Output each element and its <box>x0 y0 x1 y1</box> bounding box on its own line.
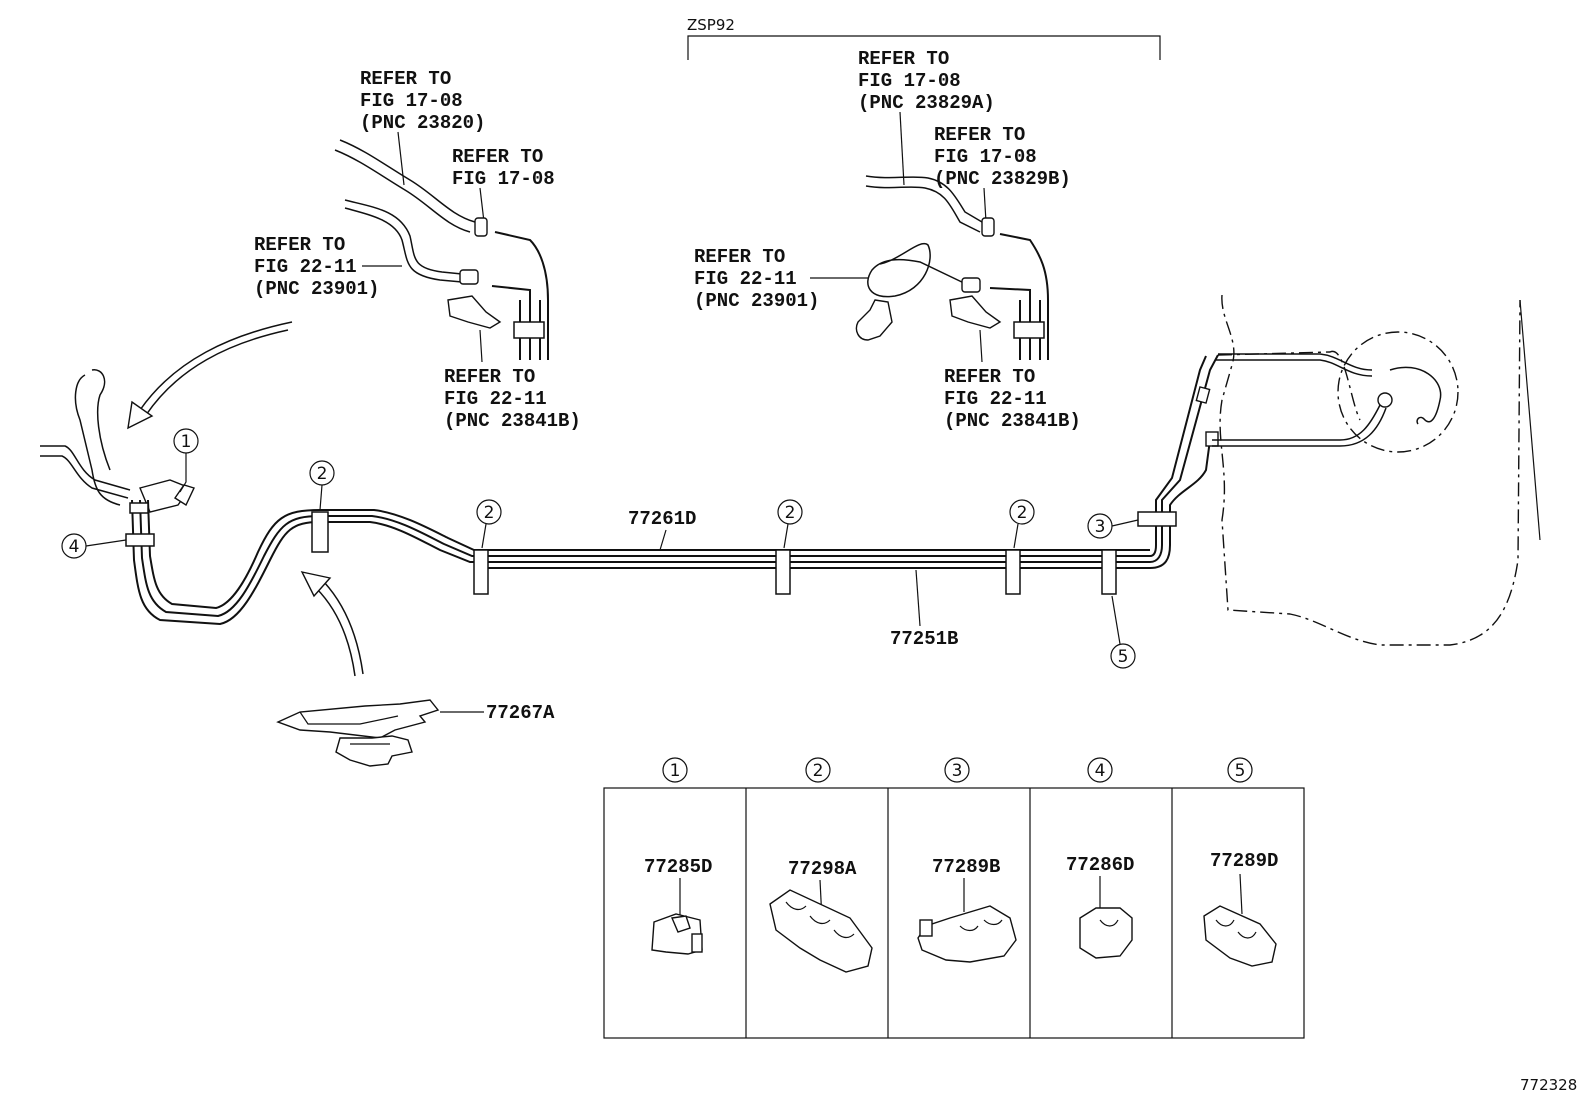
clamp-part-5: 77289D <box>1210 850 1278 872</box>
callout-2-b: 2 <box>476 499 502 549</box>
svg-text:FIG 17-08: FIG 17-08 <box>858 70 961 92</box>
leader-line <box>479 187 485 223</box>
svg-text:(PNC 23901): (PNC 23901) <box>694 290 819 312</box>
svg-text:FIG 17-08: FIG 17-08 <box>934 146 1037 168</box>
clamp-table-header-4: 4 <box>1087 757 1113 783</box>
svg-text:5: 5 <box>1235 761 1246 781</box>
leader-line <box>659 529 667 551</box>
clamp-table-header-3: 3 <box>944 757 970 783</box>
callout-4: 4 <box>61 533 127 559</box>
part-label-tube-lower: 77251B <box>890 628 958 650</box>
svg-text:2: 2 <box>484 503 495 523</box>
svg-text:REFER TO: REFER TO <box>934 124 1025 146</box>
clamp-table-header-5: 5 <box>1227 757 1253 783</box>
ref-fig22-11-23901-left: REFER TO FIG 22-11 (PNC 23901) <box>254 234 379 300</box>
figure-id: 772328 <box>1520 1076 1577 1094</box>
ref-fig22-11-23901-right: REFER TO FIG 22-11 (PNC 23901) <box>694 246 819 312</box>
leader-line <box>983 187 987 223</box>
leader-line <box>979 329 983 363</box>
clamp-part-3: 77289B <box>932 856 1000 878</box>
svg-text:(PNC 23901): (PNC 23901) <box>254 278 379 300</box>
svg-text:REFER TO: REFER TO <box>858 48 949 70</box>
callout-1: 1 <box>173 428 199 493</box>
svg-text:2: 2 <box>813 761 824 781</box>
svg-text:FIG 22-11: FIG 22-11 <box>444 388 547 410</box>
clamp-drawing-1 <box>651 878 703 955</box>
svg-text:REFER TO: REFER TO <box>254 234 345 256</box>
callout-5: 5 <box>1110 595 1136 669</box>
ref-fig17-08-left: REFER TO FIG 17-08 <box>452 146 555 190</box>
svg-text:2: 2 <box>1017 503 1028 523</box>
leader-line <box>397 131 405 186</box>
clamp-part-1: 77285D <box>644 856 712 878</box>
ref-fig17-08-23829b: REFER TO FIG 17-08 (PNC 23829B) <box>934 124 1071 190</box>
ref-fig17-08-23829a: REFER TO FIG 17-08 (PNC 23829A) <box>858 48 995 114</box>
clamp-table: 1 2 3 4 5 77285D 77298A 77289B 77286D 77… <box>603 757 1305 1039</box>
svg-text:3: 3 <box>1095 517 1106 537</box>
variant-label: ZSP92 <box>687 16 735 34</box>
svg-text:2: 2 <box>785 503 796 523</box>
callout-2-c: 2 <box>777 499 803 549</box>
svg-text:2: 2 <box>317 464 328 484</box>
clamp-table-header-1: 1 <box>662 757 688 783</box>
clamp-drawing-2 <box>769 879 873 973</box>
svg-text:REFER TO: REFER TO <box>944 366 1035 388</box>
variant-bracket <box>687 35 1161 60</box>
svg-text:(PNC 23841B): (PNC 23841B) <box>444 410 581 432</box>
part-label-tube-upper: 77261D <box>628 508 696 530</box>
upper-left-hoses <box>334 139 549 360</box>
direction-arrow-upper <box>127 321 293 430</box>
protector-drawing <box>276 699 440 767</box>
fuel-tank-outline <box>1217 294 1541 646</box>
part-label-protector: 77267A <box>486 702 555 724</box>
ref-fig22-11-23841b-right: REFER TO FIG 22-11 (PNC 23841B) <box>944 366 1081 432</box>
ref-fig17-08-23820: REFER TO FIG 17-08 (PNC 23820) <box>360 68 485 134</box>
clamp-drawing-5 <box>1203 873 1277 967</box>
svg-text:(PNC 23829A): (PNC 23829A) <box>858 92 995 114</box>
callout-3: 3 <box>1087 513 1139 539</box>
upper-right-hoses <box>855 175 1049 360</box>
main-fuel-tubes <box>40 353 1393 626</box>
svg-text:REFER TO: REFER TO <box>360 68 451 90</box>
svg-text:FIG 22-11: FIG 22-11 <box>254 256 357 278</box>
leader-line <box>915 569 921 627</box>
svg-text:FIG 22-11: FIG 22-11 <box>944 388 1047 410</box>
svg-text:FIG 17-08: FIG 17-08 <box>360 90 463 112</box>
clamp-drawing-4 <box>1079 876 1133 959</box>
clamp-drawing-3 <box>917 878 1017 963</box>
svg-text:(PNC 23841B): (PNC 23841B) <box>944 410 1081 432</box>
callout-2-a: 2 <box>309 460 335 511</box>
svg-text:5: 5 <box>1118 647 1129 667</box>
ref-fig22-11-23841b-left: REFER TO FIG 22-11 (PNC 23841B) <box>444 366 581 432</box>
svg-text:(PNC 23829B): (PNC 23829B) <box>934 168 1071 190</box>
svg-text:REFER TO: REFER TO <box>452 146 543 168</box>
clamp-part-4: 77286D <box>1066 854 1134 876</box>
svg-text:REFER TO: REFER TO <box>444 366 535 388</box>
svg-text:FIG 17-08: FIG 17-08 <box>452 168 555 190</box>
clamp-part-2: 77298A <box>788 858 857 880</box>
clamp-table-header-2: 2 <box>805 757 831 783</box>
svg-text:FIG 22-11: FIG 22-11 <box>694 268 797 290</box>
svg-text:(PNC 23820): (PNC 23820) <box>360 112 485 134</box>
svg-text:1: 1 <box>670 761 681 781</box>
direction-arrow-lower <box>300 571 364 677</box>
leader-line <box>899 111 905 186</box>
leader-line <box>479 329 483 363</box>
svg-text:1: 1 <box>181 432 192 452</box>
callout-2-d: 2 <box>1009 499 1035 549</box>
svg-text:4: 4 <box>1095 761 1106 781</box>
svg-text:3: 3 <box>952 761 963 781</box>
svg-text:REFER TO: REFER TO <box>694 246 785 268</box>
svg-text:4: 4 <box>69 537 80 557</box>
